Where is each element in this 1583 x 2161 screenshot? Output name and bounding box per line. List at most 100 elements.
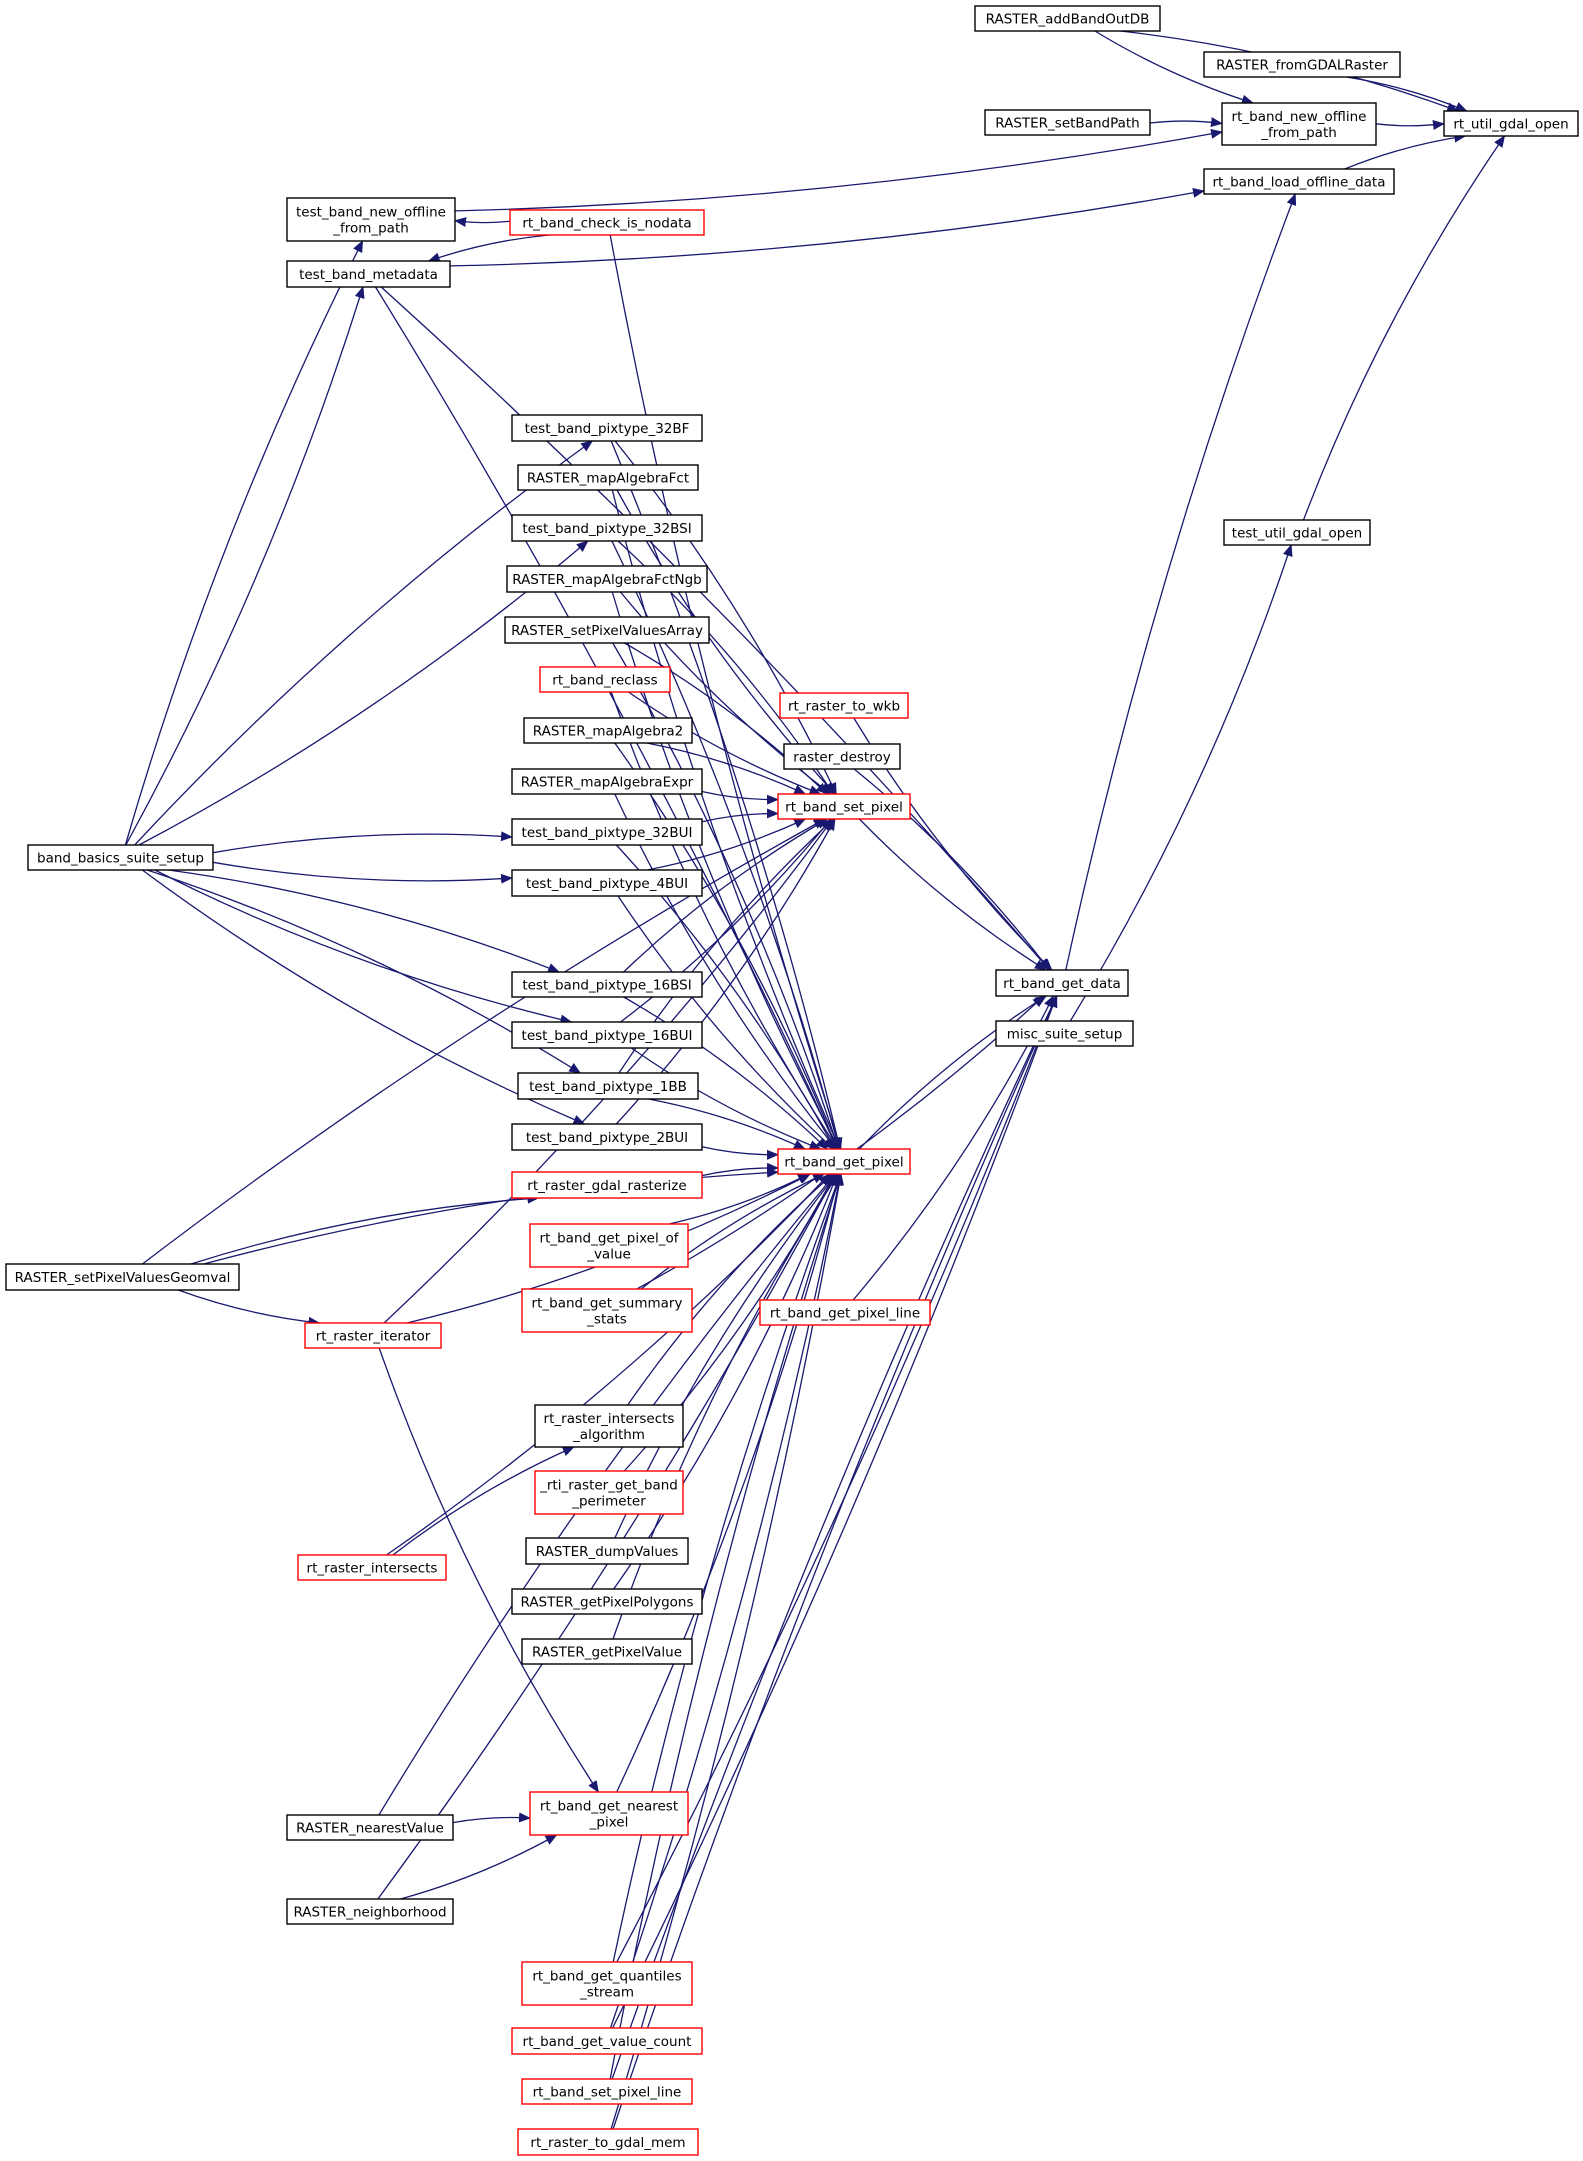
node-rt-band-reclass[interactable]: rt_band_reclass: [539, 666, 671, 693]
node-box[interactable]: [525, 1537, 689, 1565]
node-box[interactable]: [297, 1554, 447, 1581]
node-raster-mapalgebrafct[interactable]: RASTER_mapAlgebraFct: [517, 464, 699, 491]
node-rt-raster-to-wkb[interactable]: rt_raster_to_wkb: [779, 692, 909, 719]
node-box[interactable]: [511, 869, 703, 897]
node-test-band-pixtype-32bf[interactable]: test_band_pixtype_32BF: [511, 414, 703, 442]
node-box[interactable]: [511, 2027, 703, 2055]
node-box[interactable]: [286, 1814, 454, 1841]
node-raster-setpixelvaluesgeomval[interactable]: RASTER_setPixelValuesGeomval: [5, 1263, 240, 1291]
node-raster-nearestvalue[interactable]: RASTER_nearestValue: [286, 1814, 454, 1841]
node-box[interactable]: [286, 260, 451, 288]
node-box[interactable]: [1223, 519, 1371, 546]
node-raster-neighborhood[interactable]: RASTER_neighborhood: [286, 1898, 454, 1925]
node-band-basics-suite-setup[interactable]: band_basics_suite_setup: [27, 844, 214, 871]
node-box[interactable]: [521, 1288, 693, 1333]
node--rti-raster-get-band-perimeter[interactable]: _rti_raster_get_band_perimeter: [534, 1470, 684, 1515]
node-raster-mapalgebra2[interactable]: RASTER_mapAlgebra2: [523, 717, 693, 744]
node-raster-setbandpath[interactable]: RASTER_setBandPath: [984, 109, 1151, 136]
node-raster-getpixelvalue[interactable]: RASTER_getPixelValue: [521, 1638, 693, 1665]
node-box[interactable]: [1203, 51, 1401, 78]
node-box[interactable]: [779, 692, 909, 719]
node-box[interactable]: [1443, 110, 1579, 137]
node-box[interactable]: [517, 2128, 699, 2156]
node-box[interactable]: [529, 1223, 689, 1268]
node-rt-raster-iterator[interactable]: rt_raster_iterator: [304, 1322, 442, 1349]
node-box[interactable]: [286, 197, 456, 242]
node-rt-band-load-offline-data[interactable]: rt_band_load_offline_data: [1203, 168, 1395, 195]
node-raster-dumpvalues[interactable]: RASTER_dumpValues: [525, 1537, 689, 1565]
node-rt-band-new-offline-from-path[interactable]: rt_band_new_offline_from_path: [1221, 102, 1377, 146]
node-test-band-new-offline-from-path[interactable]: test_band_new_offline_from_path: [286, 197, 456, 242]
node-box[interactable]: [5, 1263, 240, 1291]
node-raster-mapalgebrafctngb[interactable]: RASTER_mapAlgebraFctNgb: [506, 565, 708, 593]
node-rt-band-check-is-nodata[interactable]: rt_band_check_is_nodata: [509, 209, 705, 236]
node-test-band-pixtype-32bui[interactable]: test_band_pixtype_32BUI: [511, 818, 703, 846]
node-rt-raster-intersects[interactable]: rt_raster_intersects: [297, 1554, 447, 1581]
node-box[interactable]: [511, 414, 703, 442]
node-raster-addbandoutdb[interactable]: RASTER_addBandOutDB: [974, 5, 1161, 32]
node-rt-band-get-pixel-of-value[interactable]: rt_band_get_pixel_of_value: [529, 1223, 689, 1268]
node-misc-suite-setup[interactable]: misc_suite_setup: [995, 1020, 1134, 1047]
node-box[interactable]: [286, 1898, 454, 1925]
node-box[interactable]: [521, 2078, 693, 2105]
node-box[interactable]: [1221, 102, 1377, 146]
node-raster-getpixelpolygons[interactable]: RASTER_getPixelPolygons: [511, 1588, 703, 1615]
node-rt-band-get-pixel-line[interactable]: rt_band_get_pixel_line: [759, 1299, 931, 1326]
node-box[interactable]: [995, 969, 1129, 997]
node-raster-destroy[interactable]: raster_destroy: [783, 743, 901, 770]
node-box[interactable]: [539, 666, 671, 693]
node-test-band-metadata[interactable]: test_band_metadata: [286, 260, 451, 288]
node-box[interactable]: [759, 1299, 931, 1326]
node-box[interactable]: [995, 1020, 1134, 1047]
node-box[interactable]: [511, 1021, 703, 1049]
node-box[interactable]: [511, 1171, 703, 1199]
node-raster-setpixelvaluesarray[interactable]: RASTER_setPixelValuesArray: [504, 616, 710, 644]
node-box[interactable]: [511, 768, 703, 795]
node-test-band-pixtype-1bb[interactable]: test_band_pixtype_1BB: [517, 1072, 699, 1100]
node-box[interactable]: [1203, 168, 1395, 195]
node-box[interactable]: [27, 844, 214, 871]
node-box[interactable]: [511, 514, 703, 542]
node-box[interactable]: [511, 818, 703, 846]
node-rt-band-get-pixel[interactable]: rt_band_get_pixel: [777, 1148, 911, 1175]
node-rt-util-gdal-open[interactable]: rt_util_gdal_open: [1443, 110, 1579, 137]
node-test-band-pixtype-2bui[interactable]: test_band_pixtype_2BUI: [511, 1123, 703, 1151]
node-box[interactable]: [304, 1322, 442, 1349]
node-rt-band-get-summary-stats[interactable]: rt_band_get_summary_stats: [521, 1288, 693, 1333]
node-box[interactable]: [511, 1123, 703, 1151]
node-box[interactable]: [534, 1404, 684, 1448]
node-test-band-pixtype-4bui[interactable]: test_band_pixtype_4BUI: [511, 869, 703, 897]
node-box[interactable]: [517, 1072, 699, 1100]
node-box[interactable]: [984, 109, 1151, 136]
node-box[interactable]: [783, 743, 901, 770]
node-rt-band-get-nearest-pixel[interactable]: rt_band_get_nearest_pixel: [529, 1791, 689, 1836]
node-rt-band-get-data[interactable]: rt_band_get_data: [995, 969, 1129, 997]
node-box[interactable]: [529, 1791, 689, 1836]
node-box[interactable]: [511, 971, 703, 998]
node-rt-raster-gdal-rasterize[interactable]: rt_raster_gdal_rasterize: [511, 1171, 703, 1199]
node-raster-mapalgebraexpr[interactable]: RASTER_mapAlgebraExpr: [511, 768, 703, 795]
node-rt-raster-to-gdal-mem[interactable]: rt_raster_to_gdal_mem: [517, 2128, 699, 2156]
node-box[interactable]: [523, 717, 693, 744]
node-test-band-pixtype-32bsi[interactable]: test_band_pixtype_32BSI: [511, 514, 703, 542]
node-raster-fromgdalraster[interactable]: RASTER_fromGDALRaster: [1203, 51, 1401, 78]
node-box[interactable]: [504, 616, 710, 644]
node-box[interactable]: [534, 1470, 684, 1515]
node-box[interactable]: [517, 464, 699, 491]
node-rt-band-get-quantiles-stream[interactable]: rt_band_get_quantiles_stream: [521, 1961, 693, 2006]
node-rt-raster-intersects-algorithm[interactable]: rt_raster_intersects_algorithm: [534, 1404, 684, 1448]
node-test-util-gdal-open[interactable]: test_util_gdal_open: [1223, 519, 1371, 546]
node-rt-band-get-value-count[interactable]: rt_band_get_value_count: [511, 2027, 703, 2055]
node-box[interactable]: [511, 1588, 703, 1615]
node-box[interactable]: [509, 209, 705, 236]
node-rt-band-set-pixel-line[interactable]: rt_band_set_pixel_line: [521, 2078, 693, 2105]
node-box[interactable]: [506, 565, 708, 593]
node-rt-band-set-pixel[interactable]: rt_band_set_pixel: [777, 793, 911, 820]
node-test-band-pixtype-16bsi[interactable]: test_band_pixtype_16BSI: [511, 971, 703, 998]
node-box[interactable]: [521, 1961, 693, 2006]
node-box[interactable]: [521, 1638, 693, 1665]
node-box[interactable]: [974, 5, 1161, 32]
node-box[interactable]: [777, 1148, 911, 1175]
node-box[interactable]: [777, 793, 911, 820]
node-test-band-pixtype-16bui[interactable]: test_band_pixtype_16BUI: [511, 1021, 703, 1049]
